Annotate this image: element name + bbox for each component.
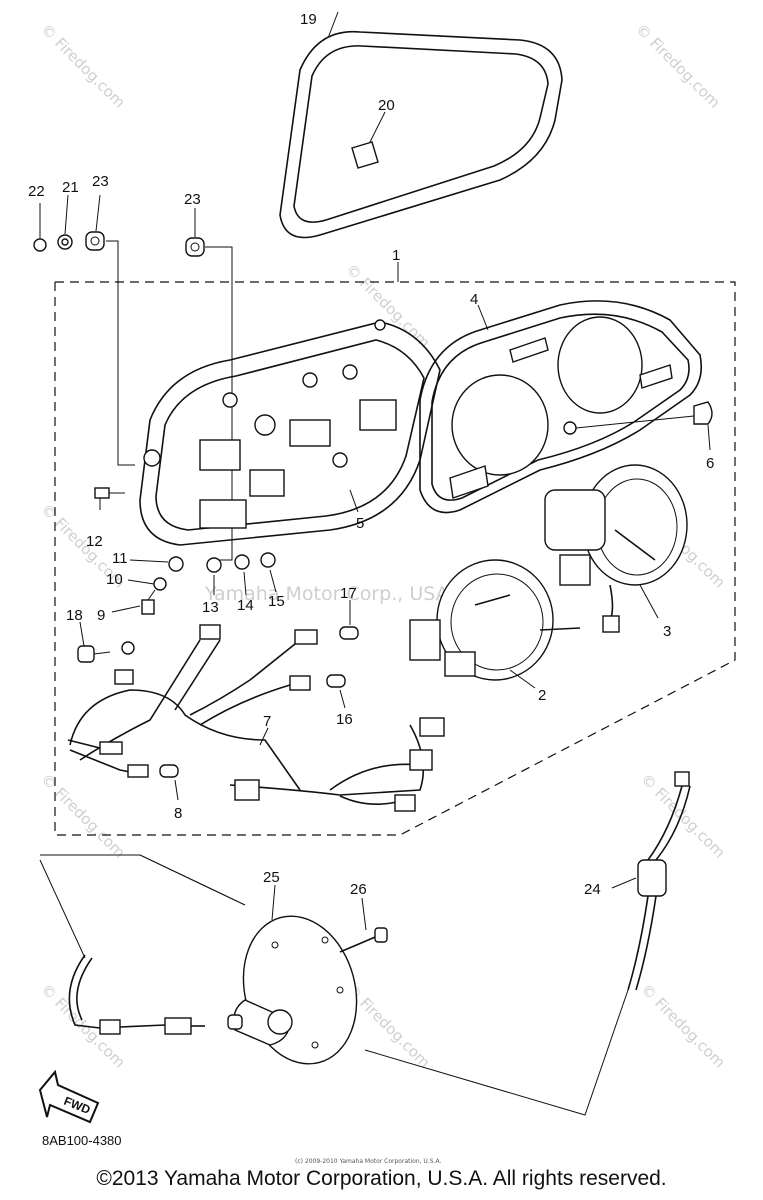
callout-17: 17 <box>340 585 357 602</box>
callout-26: 26 <box>350 881 367 898</box>
callout-9: 9 <box>97 607 105 624</box>
part-20-block <box>351 111 386 169</box>
part-4-panel <box>419 300 703 514</box>
part-3-gauge <box>544 464 688 633</box>
part-5-housing <box>139 319 441 546</box>
callout-18: 18 <box>66 607 83 624</box>
callout-24: 24 <box>584 881 601 898</box>
callout-20: 20 <box>378 97 395 114</box>
watermark: © Firedog.com <box>37 20 129 112</box>
assembly-boundary <box>54 262 736 836</box>
copyright-notice: ©2013 Yamaha Motor Corporation, U.S.A. A… <box>96 1167 667 1190</box>
callout-25: 25 <box>263 869 280 886</box>
callout-6: 6 <box>706 455 714 472</box>
callout-5: 5 <box>356 515 364 532</box>
callout-7: 7 <box>263 713 271 730</box>
callout-8: 8 <box>174 805 182 822</box>
callout-13: 13 <box>202 599 219 616</box>
small-copyright: (c) 2009-2010 Yamaha Motor Corporation, … <box>295 1158 441 1165</box>
part-19-cover <box>279 11 563 239</box>
callout-1: 1 <box>392 247 400 264</box>
watermark: © Firedog.com <box>37 770 129 862</box>
part-26-bolt <box>339 897 388 953</box>
callout-15: 15 <box>268 593 285 610</box>
watermark: © Firedog.com <box>637 980 729 1072</box>
callout-11: 11 <box>112 550 128 567</box>
callout-16: 16 <box>336 711 353 728</box>
part-7-harness <box>67 624 445 812</box>
callout-22: 22 <box>28 183 45 200</box>
callouts: 1 2 3 4 5 6 7 8 9 10 11 12 13 14 15 16 1… <box>28 11 714 898</box>
callout-19: 19 <box>300 11 317 28</box>
callout-2: 2 <box>538 687 546 704</box>
callout-23-alt: 23 <box>184 191 201 208</box>
part-25-drive <box>40 854 358 1065</box>
watermark: © Firedog.com <box>342 260 434 352</box>
diagram-code: 8AB100-4380 <box>42 1133 122 1148</box>
watermark-center: Yamaha Motor Corp., USA <box>204 583 449 605</box>
callout-21: 21 <box>62 179 79 196</box>
part-grommets <box>33 194 233 561</box>
watermark: © Firedog.com <box>632 20 724 112</box>
part-6-knob <box>575 401 713 451</box>
part-bulbs <box>159 600 359 801</box>
part-hardware <box>77 449 277 663</box>
part-24-cable <box>364 771 691 1116</box>
callout-12: 12 <box>86 533 103 550</box>
callout-4: 4 <box>470 291 478 308</box>
callout-10: 10 <box>106 571 123 588</box>
callout-14: 14 <box>237 597 254 614</box>
lower-cable <box>39 859 205 1035</box>
callout-23: 23 <box>92 173 109 190</box>
fwd-arrow-icon: FWD <box>38 1069 100 1124</box>
callout-3: 3 <box>663 623 671 640</box>
part-2-gauge <box>409 559 581 689</box>
